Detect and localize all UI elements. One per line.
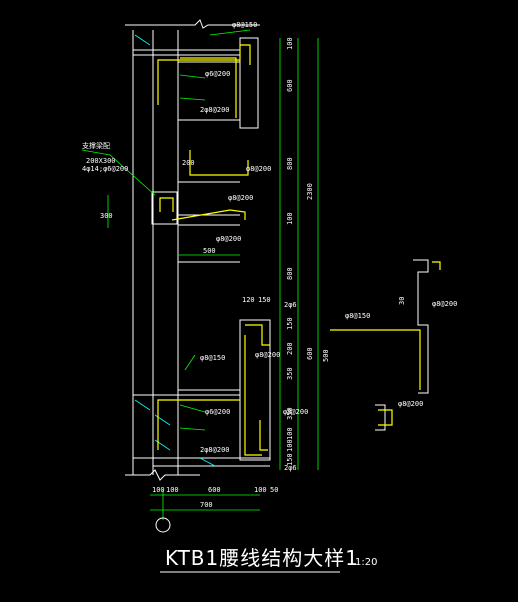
label-rdim-600: 600 xyxy=(286,79,294,92)
label-rebar-lower-cap: φ8@200 xyxy=(255,351,280,359)
label-2phi6-top: 2φ6 xyxy=(284,301,297,309)
label-detail-30: 30 xyxy=(398,297,406,305)
label-detail-rebar-b: φ8@150 xyxy=(345,312,370,320)
label-rebar-lower-stirrup: φ6@200 xyxy=(205,408,230,416)
label-rdim-100-b: 100 xyxy=(286,439,294,452)
label-rebar-mid-lower: φ8@200 xyxy=(216,235,241,243)
label-beam-tag: 支撑梁配 xyxy=(82,141,110,150)
label-rdim-100-top: 100 xyxy=(286,37,294,50)
label-dim-150: 150 xyxy=(258,296,271,304)
label-2phi6-bottom: 2φ6 xyxy=(284,464,297,472)
label-rdim-600-lower: 600 xyxy=(306,347,314,360)
label-rdim-150-bottom: 150 xyxy=(286,453,294,466)
label-dim-bottom-100b: 100 xyxy=(166,486,179,494)
detail-rebar xyxy=(330,261,441,426)
drawing-title: KTB1腰线结构大样1 xyxy=(165,546,359,570)
label-dim-bottom-100a: 100 xyxy=(152,486,165,494)
label-dim-bottom-600: 600 xyxy=(208,486,221,494)
label-dim-300-left: 300 xyxy=(100,212,113,220)
rebar-lines xyxy=(157,44,270,456)
label-rebar-upper-stirrup: φ6@200 xyxy=(205,70,230,78)
label-rdim-350b: 350 xyxy=(286,407,294,420)
label-dim-mid-500: 500 xyxy=(203,247,216,255)
label-rebar-lower-150: φ8@150 xyxy=(200,354,225,362)
label-dim-bottom-50: 50 xyxy=(270,486,278,494)
label-detail-rebar-a: φ8@200 xyxy=(432,300,457,308)
label-rdim-350a: 350 xyxy=(286,367,294,380)
label-dim-bottom-700: 700 xyxy=(200,501,213,509)
label-dim-bottom-100c: 100 xyxy=(254,486,267,494)
structure-outline xyxy=(125,19,271,481)
label-rdim-800-lower: 800 xyxy=(286,267,294,280)
label-detail-rebar-c: φ8@200 xyxy=(398,400,423,408)
label-rdim-100-a: 100 xyxy=(286,427,294,440)
label-rdim-200: 200 xyxy=(286,342,294,355)
dimension-lines xyxy=(81,29,319,520)
label-beam-rebar: 4φ14;φ6@200 xyxy=(82,165,128,173)
label-detail-500: 500 xyxy=(322,349,330,362)
label-rebar-mid-cap: φ8@200 xyxy=(228,194,253,202)
detail-outline xyxy=(375,259,429,431)
drawing-scale: 1:20 xyxy=(355,557,377,568)
grid-axis-bubble xyxy=(155,517,171,533)
label-rdim-150: 150 xyxy=(286,317,294,330)
label-rebar-lower-right: φ8@200 xyxy=(283,408,308,416)
label-rdim-2300: 2300 xyxy=(306,183,314,200)
label-rdim-100-mid: 100 xyxy=(286,212,294,225)
label-rdim-800-upper: 800 xyxy=(286,157,294,170)
label-rebar-upper-long: 2φ8@200 xyxy=(200,106,230,114)
label-rebar-mid-top: φ8@200 xyxy=(246,165,271,173)
label-dim-120: 120 xyxy=(242,296,255,304)
label-beam-section: 200X300 xyxy=(86,157,116,165)
label-rebar-lower-long: 2φ8@200 xyxy=(200,446,230,454)
label-rebar-top: φ8@150 xyxy=(232,21,257,29)
label-slab-200: 200 xyxy=(182,159,195,167)
